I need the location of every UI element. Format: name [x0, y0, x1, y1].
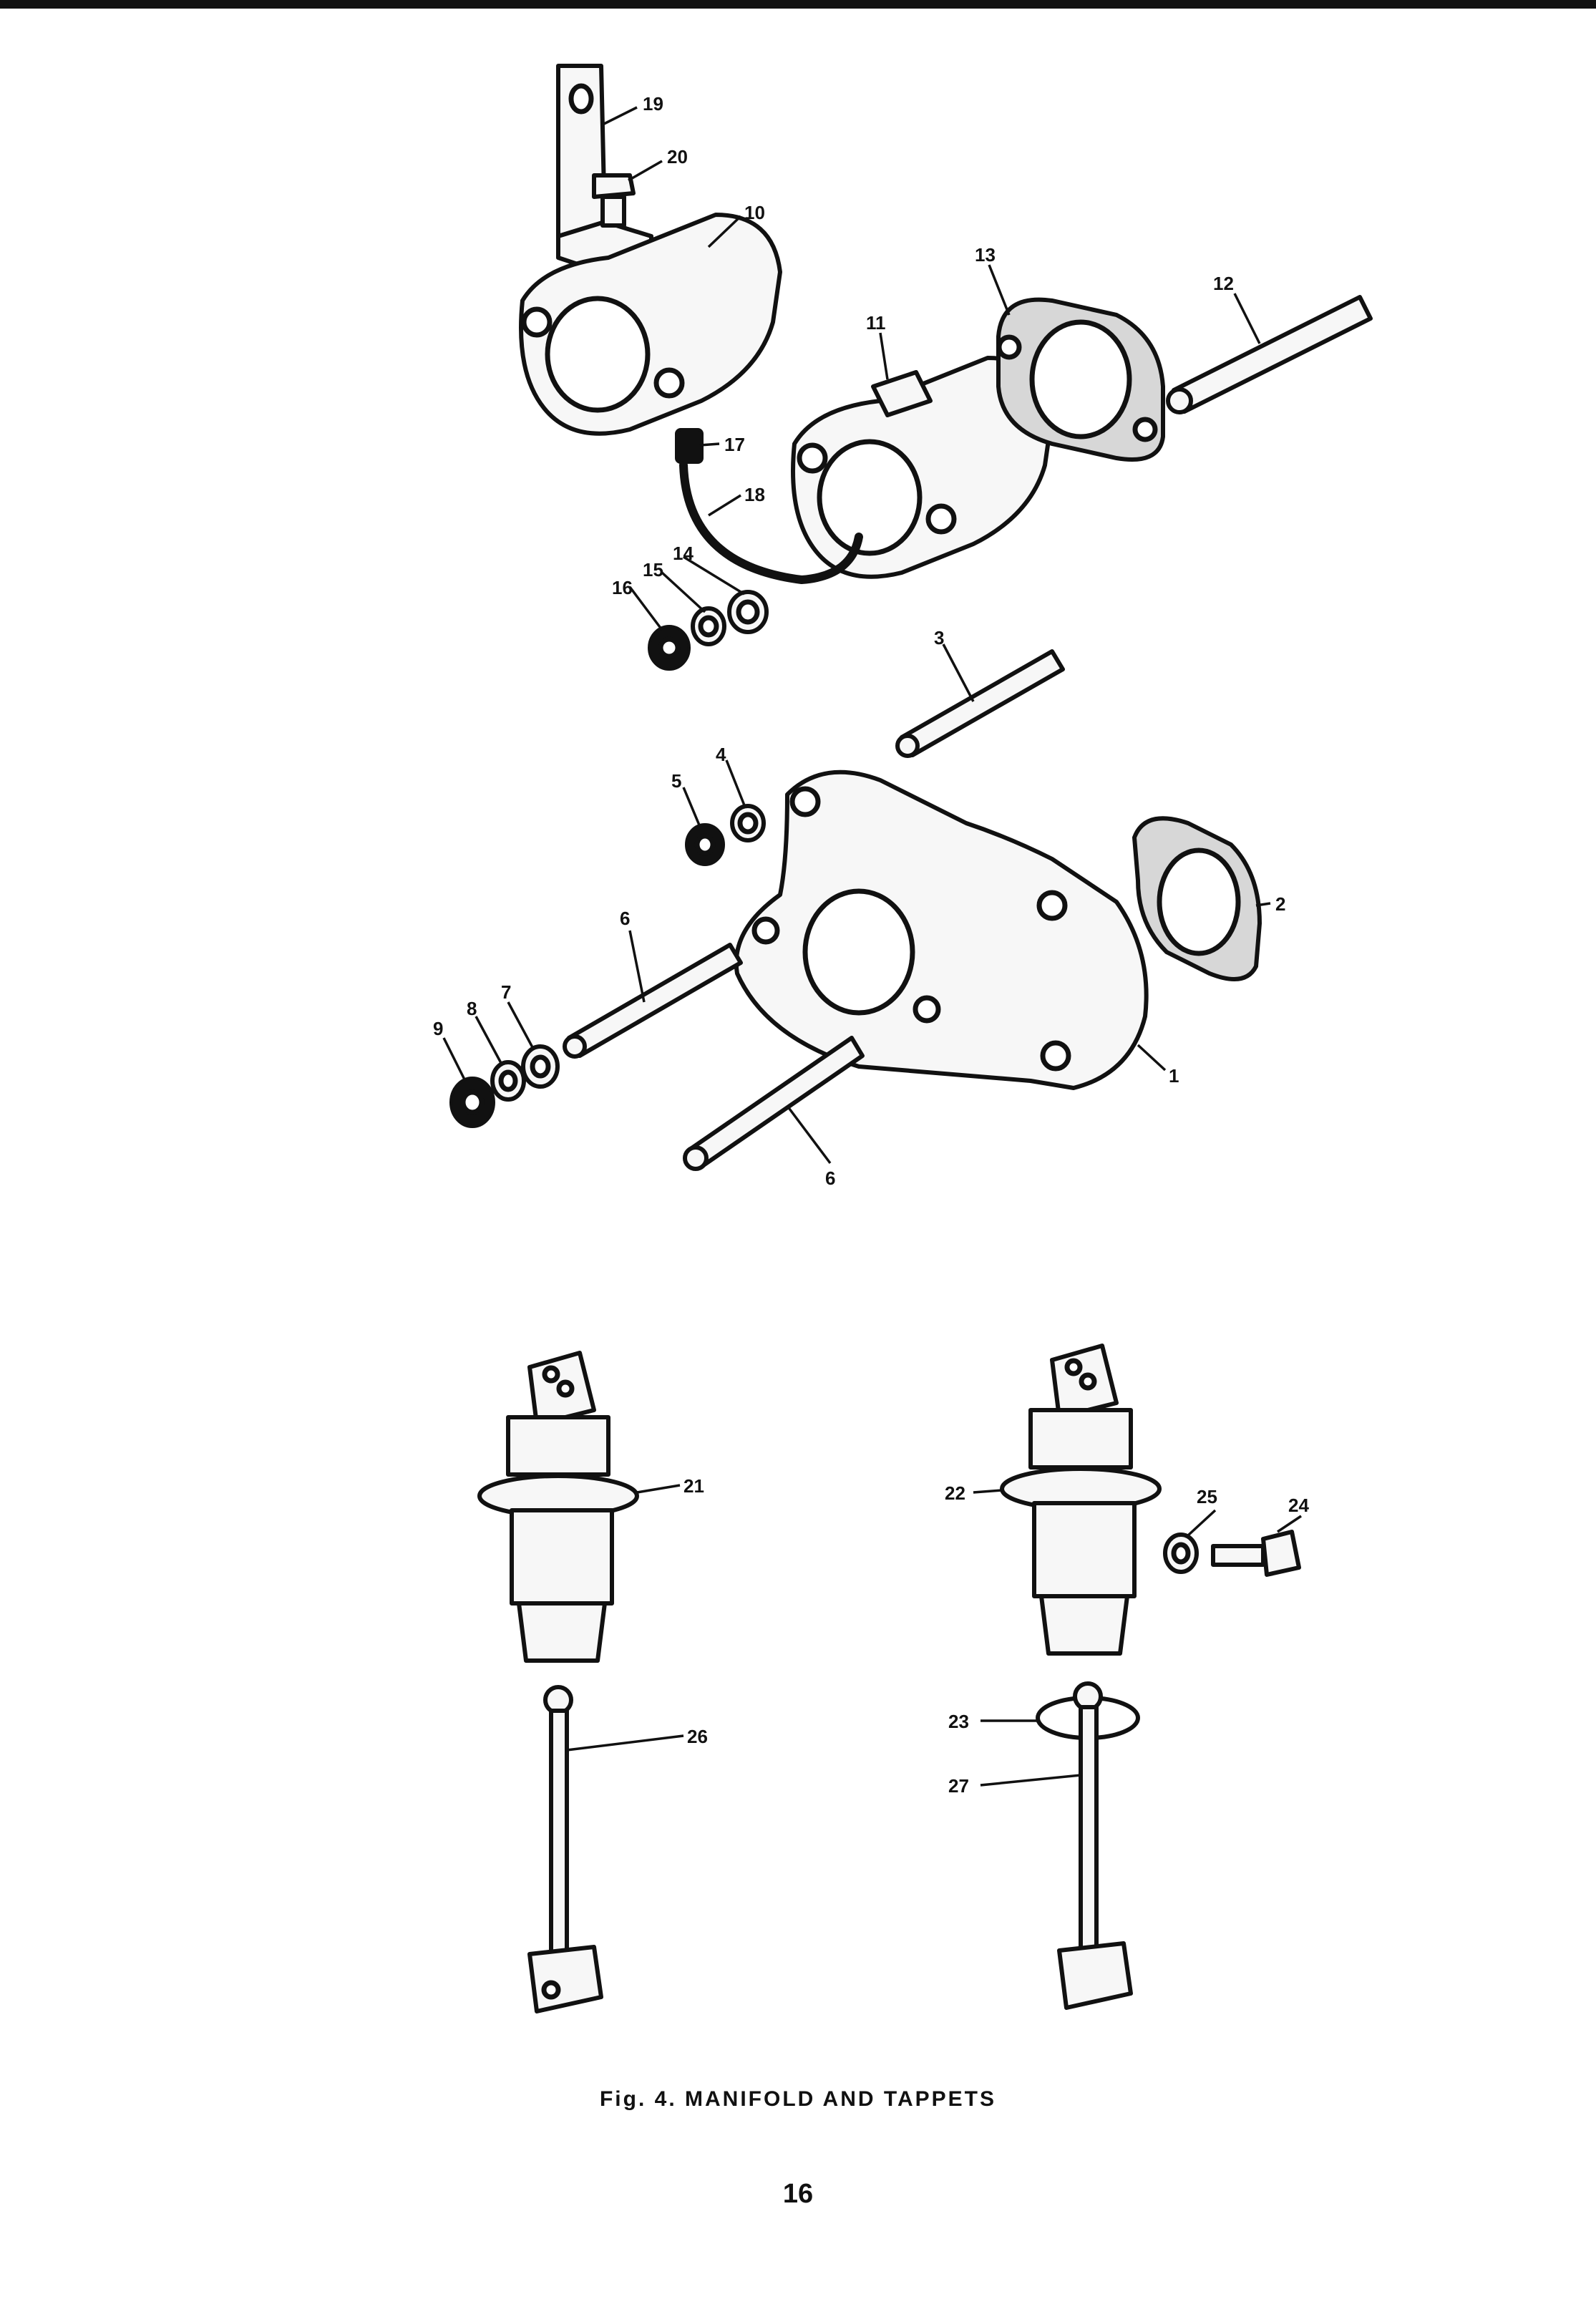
callout-3: 3 — [934, 627, 944, 649]
callout-15: 15 — [643, 559, 663, 581]
callout-8: 8 — [467, 998, 477, 1019]
stud-6-lower — [683, 1036, 865, 1171]
tappet-guide-21 — [477, 1351, 639, 1663]
callout-19: 19 — [643, 93, 663, 115]
manifold-1 — [734, 769, 1149, 1090]
callout-12: 12 — [1213, 273, 1234, 294]
stud-3 — [895, 649, 1065, 758]
callout-13: 13 — [975, 244, 996, 266]
callout-23: 23 — [948, 1711, 969, 1732]
callout-6-upper: 6 — [620, 908, 630, 929]
callout-6-lower: 6 — [825, 1167, 835, 1189]
screw-24 — [1211, 1530, 1301, 1577]
washer-25 — [1163, 1532, 1199, 1574]
callout-16: 16 — [612, 577, 633, 598]
callout-9: 9 — [433, 1018, 443, 1039]
callout-18: 18 — [744, 484, 765, 505]
callout-labels: 19 20 10 11 13 12 17 18 14 15 16 3 4 5 2… — [433, 93, 1309, 1797]
caption-title: MANIFOLD AND TAPPETS — [685, 2087, 997, 2111]
figure-caption: Fig. 4. MANIFOLD AND TAPPETS — [0, 2087, 1596, 2112]
callout-26: 26 — [687, 1726, 708, 1747]
bracket-19 — [556, 64, 653, 274]
pipe-18 — [679, 461, 863, 584]
washers-7-8-9 — [449, 1044, 560, 1128]
leader-lines — [442, 106, 1302, 1787]
callout-10: 10 — [744, 202, 765, 223]
push-rod-26 — [527, 1685, 603, 2014]
stud-12 — [1166, 295, 1373, 414]
callout-20: 20 — [667, 146, 688, 167]
caption-prefix: Fig. 4. — [599, 2087, 677, 2111]
gasket-13 — [996, 297, 1165, 462]
callout-5: 5 — [671, 770, 681, 792]
clamp-10 — [519, 213, 782, 436]
callout-1: 1 — [1169, 1065, 1179, 1087]
washer-4 — [730, 804, 766, 842]
callout-21: 21 — [683, 1475, 704, 1497]
top-rule — [0, 0, 1596, 9]
tappet-guide-22 — [1000, 1344, 1162, 1656]
push-rod-27 — [1057, 1681, 1133, 2010]
page-number: 16 — [782, 2179, 814, 2209]
callout-2: 2 — [1275, 893, 1285, 915]
gasket-2 — [1132, 816, 1262, 981]
nut-5 — [685, 823, 725, 866]
callout-22: 22 — [945, 1482, 965, 1504]
callout-25: 25 — [1197, 1486, 1217, 1507]
washers-14-15-16 — [648, 590, 769, 671]
callout-7: 7 — [501, 981, 511, 1003]
callout-27: 27 — [948, 1775, 969, 1797]
clamp-11 — [791, 356, 1054, 579]
callout-17: 17 — [724, 434, 745, 455]
bolt-20 — [592, 173, 636, 228]
callout-14: 14 — [673, 543, 694, 564]
callout-4: 4 — [716, 744, 726, 765]
stud-6-upper — [563, 943, 743, 1059]
callout-24: 24 — [1288, 1495, 1309, 1516]
callout-11: 11 — [866, 312, 886, 334]
connector-17 — [675, 428, 704, 464]
